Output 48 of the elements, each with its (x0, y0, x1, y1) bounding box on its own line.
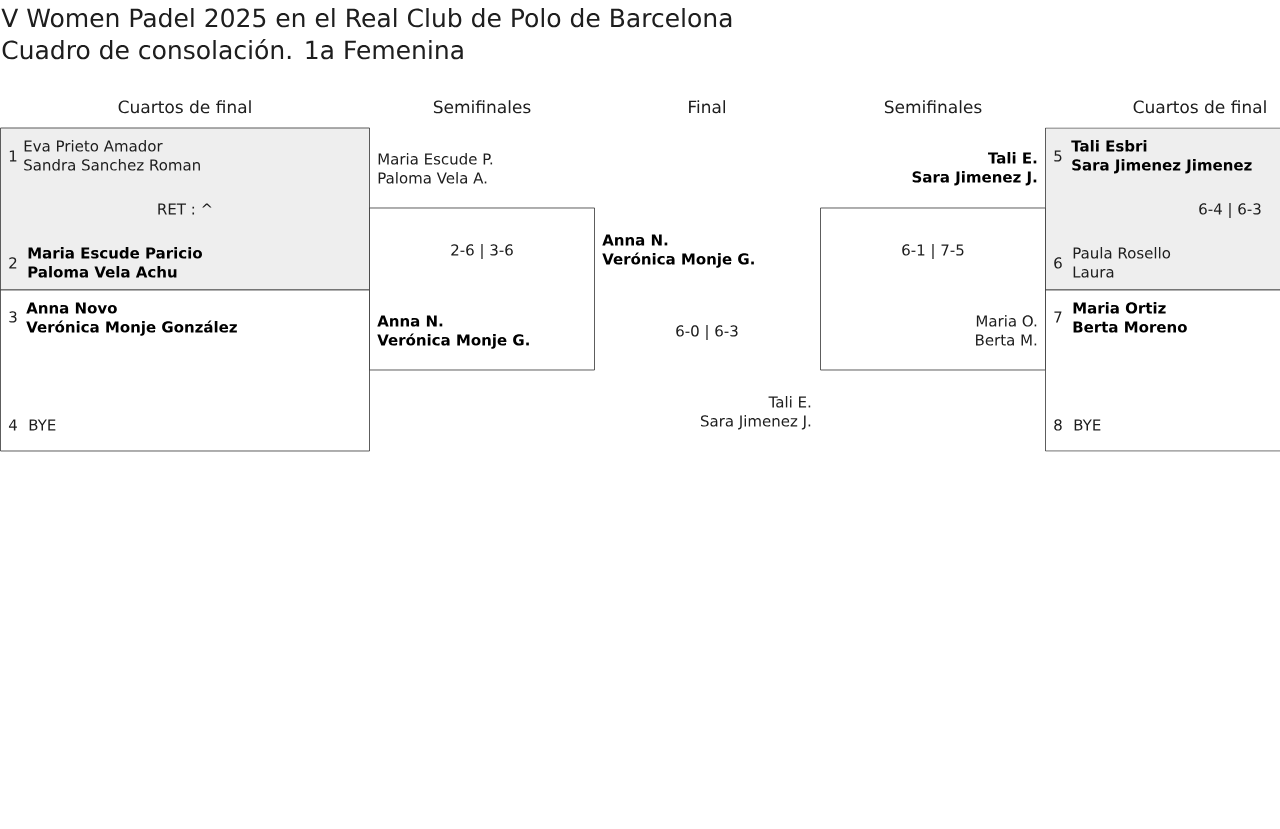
round-heading: Final (689, 100, 726, 114)
player-name: Sara Jimenez Jimenez (1072, 159, 1252, 174)
round-heading: Semifinales (433, 100, 531, 114)
seed-number: 4 (8, 419, 17, 431)
title: V Women Padel 2025 en el Real Club de Polo de Barcelona (1, 8, 732, 28)
player-name: Anna N. (377, 315, 443, 327)
player-name: Anna Novo (26, 302, 117, 314)
match-box (0, 289, 370, 452)
seed-number: 2 (9, 257, 17, 269)
player-name: Sara Jimenez J. (700, 415, 811, 430)
player-name: BYE (29, 419, 56, 431)
seed-number: 1 (9, 150, 17, 162)
player-name: Sara Jimenez J. (912, 171, 1037, 186)
player-name: Berta M. (976, 334, 1037, 346)
match-box (820, 152, 1046, 371)
seed-number: 3 (9, 311, 17, 323)
player-name: Sandra Sanchez Roman (24, 159, 200, 171)
match-score: 6-4 | 6-3 (1199, 202, 1261, 218)
player-name: Paula Rosello (1073, 247, 1171, 259)
player-name: Paloma Vela Achu (28, 266, 177, 278)
match-score: 6-0 | 6-3 (676, 324, 738, 340)
match-score: 2-6 | 3-6 (451, 243, 513, 259)
player-name: Maria Escude Paricio (28, 247, 202, 259)
seed-number: 6 (1054, 257, 1062, 269)
player-name: Laura (1073, 266, 1114, 278)
player-name: Maria O. (976, 315, 1037, 327)
player-name: Verónica Monje G. (377, 333, 529, 349)
player-name: Tali Esbri (1071, 140, 1147, 152)
player-name: Paloma Vela A. (378, 172, 487, 184)
match-box (0, 127, 370, 291)
player-name: Verónica Monje González (26, 320, 237, 336)
player-name: Eva Prieto Amador (24, 140, 163, 152)
subtitle: Cuadro de consolación. 1a Femenina (2, 39, 463, 60)
player-name: Tali E. (988, 152, 1037, 164)
seed-number: 7 (1054, 311, 1062, 323)
match-score: 6-1 | 7-5 (902, 243, 964, 259)
player-name: Berta Moreno (1073, 321, 1187, 333)
seed-number: 5 (1054, 150, 1062, 162)
player-name: Maria Escude P. (378, 153, 493, 165)
match-score: RET : ^ (158, 203, 212, 215)
player-name: Tali E. (768, 396, 811, 408)
round-heading: Semifinales (884, 100, 982, 114)
player-name: Maria Ortiz (1073, 302, 1166, 314)
match-box (369, 153, 595, 371)
seed-number: 8 (1054, 419, 1062, 431)
match-box (1045, 127, 1280, 291)
player-name: BYE (1074, 419, 1101, 431)
match-box (1045, 289, 1280, 452)
